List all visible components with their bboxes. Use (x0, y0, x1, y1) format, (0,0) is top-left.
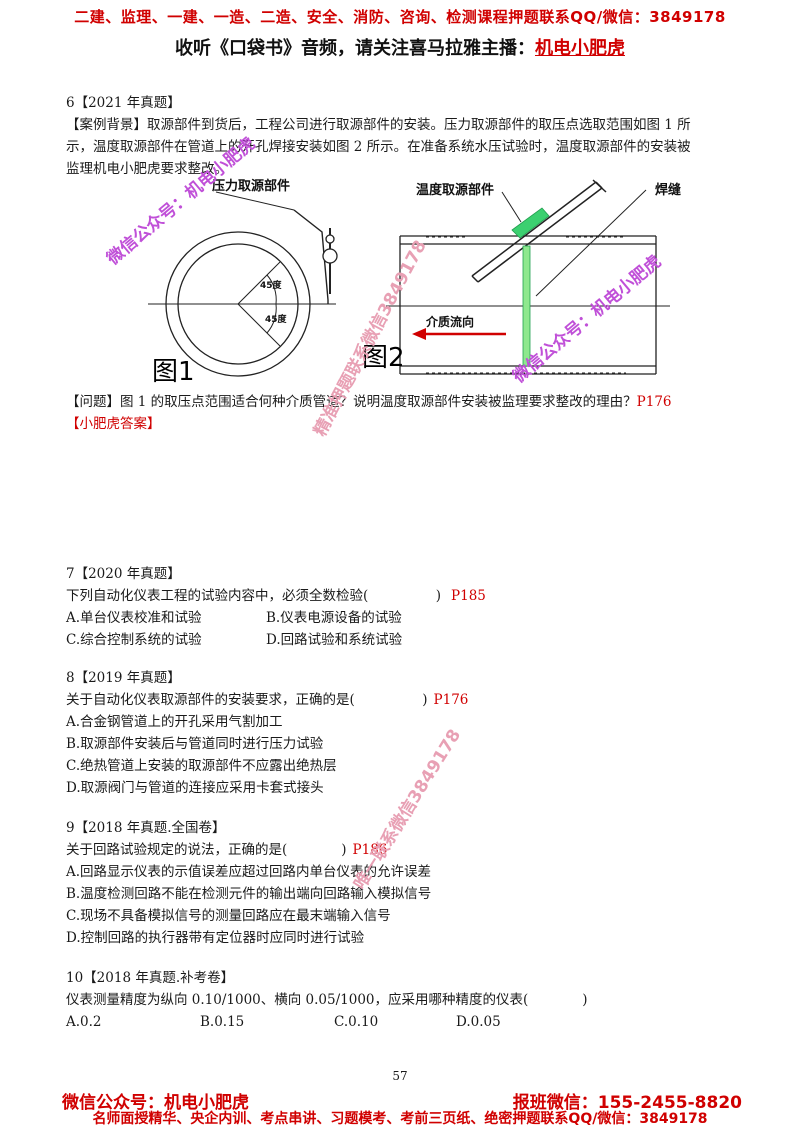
q7-page-ref: P185 (451, 588, 486, 604)
q7-title: 7【2020 年真题】 (66, 566, 181, 582)
angle-label-1: 45度 (260, 279, 283, 291)
weld-seam-green (511, 207, 550, 239)
q9-option-b: B.温度检测回路不能在检测元件的输出端向回路输入模拟信号 (66, 886, 432, 902)
q9-title: 9【2018 年真题.全国卷】 (66, 820, 226, 836)
angle-label-2: 45度 (265, 313, 288, 325)
q7-option-a: A.单台仪表校准和试验 (66, 610, 202, 626)
q10-option-a: A.0.2 (66, 1014, 102, 1030)
valve-handle (325, 234, 335, 244)
question-6: 6【2021 年真题】 【案例背景】取源部件到货后，工程公司进行取源部件的安装。… (66, 92, 746, 180)
q6-background-line: 监理机电小肥虎要求整改。 (66, 161, 228, 177)
q10-option-b: B.0.15 (200, 1014, 245, 1030)
footer-signup-wechat: 报班微信：155-2455-8820 (512, 1093, 742, 1113)
q6-title: 6【2021 年真题】 (66, 95, 181, 111)
audio-notice-text: 收听《口袋书》音频，请关注喜马拉雅主播： (175, 38, 535, 59)
figure-drawing: 压力取源部件 45度 45度 图1 (148, 178, 681, 387)
fig1-leader-line (215, 191, 295, 211)
question-8: 8【2019 年真题】 关于自动化仪表取源部件的安装要求，正确的是( ) P176… (66, 667, 746, 799)
q7-option-c: C.综合控制系统的试验 (66, 632, 202, 648)
q8-option-a: A.合金钢管道上的开孔采用气割加工 (66, 714, 283, 730)
flow-arrow-head (412, 328, 426, 340)
pressure-tap-pipe (293, 209, 329, 304)
audio-notice: 收听《口袋书》音频，请关注喜马拉雅主播：机电小肥虎 (0, 34, 800, 60)
lower-angle-arc (266, 303, 277, 334)
fig1-title: 压力取源部件 (212, 178, 290, 194)
q7-options-row: A.单台仪表校准和试验 B.仪表电源设备的试验 (66, 607, 746, 629)
thermowell-lower (477, 187, 603, 283)
lower-45-line (237, 303, 281, 347)
weld-seam-vertical (522, 245, 531, 367)
q10-title: 10【2018 年真题.补考卷】 (66, 970, 235, 986)
q7-option-b: B.仪表电源设备的试验 (266, 610, 402, 626)
upper-45-line (237, 261, 281, 305)
thermowell-cap (592, 179, 607, 193)
question-9: 9【2018 年真题.全国卷】 关于回路试验规定的说法，正确的是( )P186 … (66, 817, 746, 949)
q7-stem: 下列自动化仪表工程的试验内容中，必须全数检验( ) P185 (66, 585, 746, 607)
q6-page-ref: P176 (636, 394, 672, 410)
figures: 压力取源部件 45度 45度 图1 (66, 170, 746, 392)
footer-wechat-account: 微信公众号：机电小肥虎 (62, 1093, 249, 1113)
q8-stem: 关于自动化仪表取源部件的安装要求，正确的是( ) P176 (66, 689, 746, 711)
q6-question: 【问题】图 1 的取压点范围适合何种介质管道？说明温度取源部件安装被监理要求整改… (66, 391, 746, 413)
q10-stem: 仪表测量精度为纵向 0.10/1000、横向 0.05/1000，应采用哪种精度… (66, 992, 588, 1008)
upper-angle-arc (266, 274, 277, 305)
weld-leader-line (535, 189, 647, 297)
q7-options-row: C.综合控制系统的试验 D.回路试验和系统试验 (66, 629, 746, 651)
question-7: 7【2020 年真题】 下列自动化仪表工程的试验内容中，必须全数检验( ) P18… (66, 563, 746, 651)
q10-options-row: A.0.2 B.0.15 C.0.10 D.0.05 (66, 1011, 746, 1033)
q9-option-a: A.回路显示仪表的示值误差应超过回路内单台仪表的允许误差 (66, 864, 432, 880)
q9-page-ref: P186 (352, 842, 388, 858)
thermowell-upper (471, 181, 597, 277)
q8-stem-text: 关于自动化仪表取源部件的安装要求，正确的是( ) (66, 692, 428, 708)
flow-arrow (412, 328, 506, 340)
q9-stem-text: 关于回路试验规定的说法，正确的是( ) (66, 842, 347, 858)
flow-label: 介质流向 (425, 314, 474, 329)
q6-answer-label: 【小肥虎答案】 (66, 416, 161, 432)
thermowell-tip (471, 275, 479, 283)
q10-option-d: D.0.05 (456, 1014, 501, 1030)
q8-page-ref: P176 (433, 692, 469, 708)
page-number: 57 (392, 1069, 408, 1083)
fig2-title: 温度取源部件 (416, 182, 494, 198)
pressure-gauge-valve (322, 248, 338, 264)
q8-option-c: C.绝热管道上安装的取源部件不应露出绝热层 (66, 758, 337, 774)
footer-promo: 名师面授精华、央企内训、考点串讲、习题模考、考前三页纸、绝密押题联系QQ/微信：… (92, 1111, 708, 1127)
q10-option-c: C.0.10 (334, 1014, 379, 1030)
fig2-leader-line (501, 191, 522, 223)
q6-question-block: 【问题】图 1 的取压点范围适合何种介质管道？说明温度取源部件安装被监理要求整改… (66, 391, 746, 435)
footer-contacts: 微信公众号：机电小肥虎 报班微信：155-2455-8820 (62, 1088, 742, 1113)
fig1-label: 图1 (152, 357, 195, 387)
q7-stem-text: 下列自动化仪表工程的试验内容中，必须全数检验( ) (66, 588, 442, 604)
promo-header: 二建、监理、一建、一造、二造、安全、消防、咨询、检测课程押题联系QQ/微信：38… (74, 8, 726, 26)
q8-title: 8【2019 年真题】 (66, 670, 181, 686)
q9-option-d: D.控制回路的执行器带有定位器时应同时进行试验 (66, 930, 365, 946)
q9-option-c: C.现场不具备模拟信号的测量回路应在最末端输入信号 (66, 908, 391, 924)
q6-background-line: 【案例背景】取源部件到货后，工程公司进行取源部件的安装。压力取源部件的取压点选取… (66, 117, 691, 133)
figure-1-diagram (148, 191, 338, 377)
question-10: 10【2018 年真题.补考卷】 仪表测量精度为纵向 0.10/1000、横向 … (66, 967, 746, 1033)
q8-option-b: B.取源部件安装后与管道同时进行压力试验 (66, 736, 324, 752)
weld-label: 焊缝 (655, 182, 681, 198)
weld-marks (511, 207, 550, 367)
anchor-name: 机电小肥虎 (535, 38, 625, 59)
q9-stem: 关于回路试验规定的说法，正确的是( ) P186 (66, 839, 746, 861)
q6-question-text: 【问题】图 1 的取压点范围适合何种介质管道？说明温度取源部件安装被监理要求整改… (66, 394, 637, 410)
q6-background-line: 示，温度取源部件在管道上的开孔焊接安装如图 2 所示。在准备系统水压试验时，温度… (66, 139, 691, 155)
fig2-label: 图2 (362, 343, 405, 373)
q7-option-d: D.回路试验和系统试验 (266, 632, 403, 648)
q8-option-d: D.取源阀门与管道的连接应采用卡套式接头 (66, 780, 324, 796)
